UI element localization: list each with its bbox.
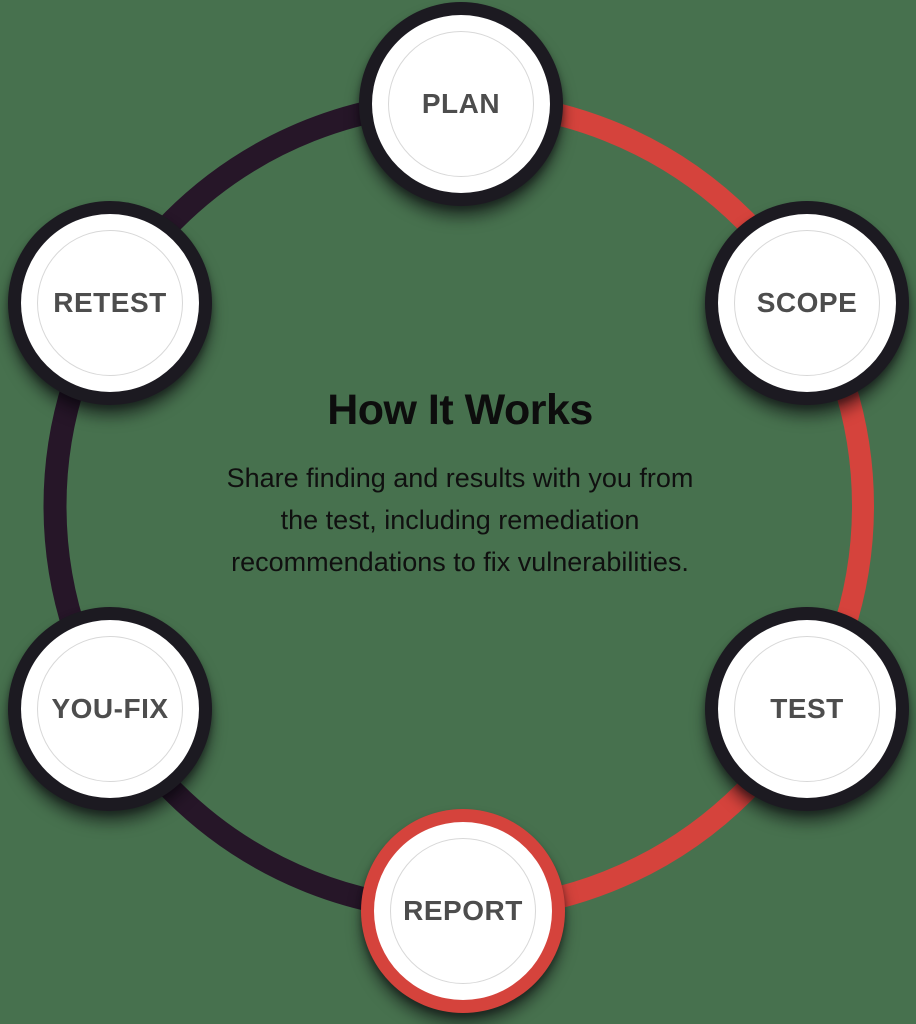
description-line-1: Share finding and results with you from [226, 463, 694, 493]
process-node-scope: SCOPE [705, 201, 909, 405]
cycle-arc-dark [43, 90, 460, 922]
center-text-block: How It Works Share finding and results w… [158, 386, 762, 583]
node-label-report: REPORT [403, 895, 523, 926]
description-line-2: the test, including remediation [280, 505, 640, 535]
cycle-arc-red [458, 91, 874, 921]
process-node-report: REPORT [361, 809, 565, 1013]
node-face: TEST [718, 620, 896, 798]
node-face: REPORT [374, 822, 552, 1000]
node-label-plan: PLAN [421, 88, 501, 119]
node-face: RETEST [21, 214, 199, 392]
description-line-3: recommendations to fix vulnerabilities. [231, 547, 689, 577]
node-label-scope: SCOPE [756, 287, 858, 318]
process-node-you-fix: YOU-FIX [8, 607, 212, 811]
process-node-retest: RETEST [8, 201, 212, 405]
node-inner-ring: TEST [734, 636, 880, 782]
node-face: SCOPE [718, 214, 896, 392]
diagram-title: How It Works [327, 386, 593, 434]
node-inner-ring: REPORT [390, 838, 536, 984]
node-face: YOU-FIX [21, 620, 199, 798]
node-label-retest: RETEST [53, 287, 167, 318]
process-node-plan: PLAN [359, 2, 563, 206]
node-label-test: TEST [770, 693, 844, 724]
node-inner-ring: PLAN [388, 31, 534, 177]
process-node-test: TEST [705, 607, 909, 811]
node-inner-ring: RETEST [37, 230, 183, 376]
diagram-description: Share finding and results with you from … [158, 457, 762, 583]
node-label-you-fix: YOU-FIX [51, 693, 169, 724]
node-inner-ring: YOU-FIX [37, 636, 183, 782]
node-inner-ring: SCOPE [734, 230, 880, 376]
node-face: PLAN [372, 15, 550, 193]
